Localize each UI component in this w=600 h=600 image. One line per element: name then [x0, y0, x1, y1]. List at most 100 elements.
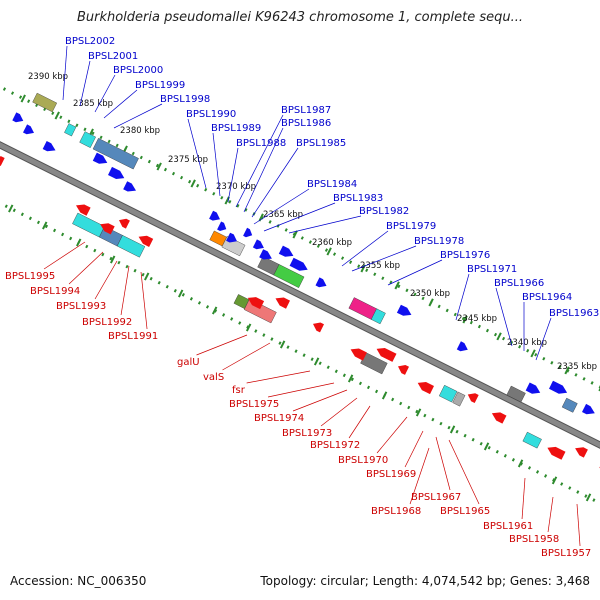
kbp-label: 2360 kbp — [312, 238, 352, 248]
ruler-tick — [76, 238, 82, 247]
gene-label-reverse: BPSL1958 — [509, 534, 559, 545]
ruler-tick — [279, 340, 286, 349]
gene-label-forward: BPSL1964 — [522, 292, 572, 303]
ruler-tick — [347, 374, 354, 383]
kbp-label: 2335 kbp — [557, 362, 597, 372]
gene-label-forward: BPSL1978 — [414, 236, 464, 247]
reverse-arrow — [467, 393, 479, 403]
leader-line — [79, 60, 91, 107]
reverse-arrow — [350, 348, 367, 361]
leader-line — [448, 439, 480, 505]
gene-label-reverse: valS — [203, 372, 224, 383]
leader-line — [187, 118, 207, 189]
reverse-arrow — [313, 322, 324, 333]
leader-line — [196, 334, 248, 356]
cds-box — [92, 138, 139, 170]
leader-line — [521, 477, 526, 520]
leader-line — [404, 430, 424, 468]
ruler-tick — [292, 230, 298, 239]
forward-arrow — [12, 112, 24, 123]
cds-box — [79, 131, 96, 148]
cds-box — [506, 385, 526, 403]
gene-label-forward: BPSL1988 — [236, 138, 286, 149]
leader-line — [235, 114, 284, 208]
gene-label-forward: BPSL1983 — [333, 193, 383, 204]
forward-arrow — [92, 152, 108, 164]
reverse-arrow — [0, 156, 5, 166]
leader-line — [227, 147, 239, 203]
ruler-tick — [530, 349, 536, 358]
leader-line — [94, 260, 118, 300]
gene-label-reverse: BPSL1967 — [411, 492, 461, 503]
reverse-arrow — [275, 297, 290, 309]
gene-label-reverse: BPSL1968 — [371, 506, 421, 517]
forward-arrow — [525, 382, 541, 394]
cds-box — [452, 391, 466, 407]
gene-label-forward: BPSL1986 — [281, 118, 331, 129]
kbp-label: 2380 kbp — [120, 126, 160, 136]
ruler-tick — [381, 391, 388, 400]
leader-line — [62, 45, 68, 101]
forward-arrow — [289, 257, 308, 271]
forward-arrow — [252, 239, 264, 250]
leader-line — [212, 132, 221, 197]
gene-label-forward: BPSL2000 — [113, 65, 163, 76]
gene-label-forward: BPSL1989 — [211, 123, 261, 134]
topology-text: Topology: circular; Length: 4,074,542 bp… — [260, 574, 590, 588]
kbp-label: 2370 kbp — [216, 182, 256, 192]
cds-box — [64, 123, 77, 137]
cds-box — [116, 235, 146, 258]
gene-label-reverse: BPSL1972 — [310, 440, 360, 451]
forward-arrow — [209, 210, 220, 221]
reverse-arrow — [491, 412, 507, 424]
gene-label-reverse: BPSL1994 — [30, 286, 80, 297]
leader-line — [495, 287, 513, 347]
leader-line — [292, 389, 348, 412]
leader-line — [351, 245, 417, 272]
ruler-tick — [585, 493, 592, 502]
ruler-tick — [42, 221, 48, 230]
map-title: Burkholderia pseudomallei K96243 chromos… — [76, 10, 524, 25]
leader-line — [576, 503, 581, 547]
leader-line — [43, 241, 86, 270]
ruler-tick — [551, 476, 558, 485]
accession-text: Accession: NC_006350 — [10, 574, 147, 588]
forward-arrow — [226, 232, 237, 243]
kbp-label: 2385 kbp — [73, 99, 113, 109]
ruler-lower — [0, 201, 600, 505]
gene-label-forward: BPSL1982 — [359, 206, 409, 217]
leader-line — [267, 382, 335, 398]
reverse-arrow — [547, 446, 566, 460]
kbp-label: 2345 kbp — [457, 314, 497, 324]
reverse-arrow — [247, 297, 265, 310]
gene-label-forward: BPSL1987 — [281, 105, 331, 116]
ruler-tick — [517, 459, 524, 468]
ruler-tick — [326, 247, 332, 256]
ruler-tick — [245, 323, 252, 332]
gene-label-reverse: BPSL1991 — [108, 331, 158, 342]
ruler-tick — [394, 281, 400, 290]
leader-line — [387, 259, 443, 286]
gene-label-forward: BPSL1990 — [186, 109, 236, 120]
cds-box — [561, 397, 578, 413]
gene-label-reverse: BPSL1973 — [282, 428, 332, 439]
gene-label-forward: BPSL1966 — [494, 278, 544, 289]
gene-label-reverse: galU — [177, 357, 200, 368]
forward-arrow — [108, 166, 125, 179]
gene-label-reverse: BPSL1974 — [254, 413, 304, 424]
leader-line — [253, 188, 310, 225]
cds-box — [273, 264, 305, 288]
reverse-arrow — [100, 223, 115, 235]
kbp-label: 2375 kbp — [168, 155, 208, 165]
gene-label-forward: BPSL1998 — [160, 94, 210, 105]
gene-label-reverse: BPSL1961 — [483, 521, 533, 532]
leader-line — [435, 436, 451, 491]
reverse-arrow — [376, 348, 397, 362]
ruler-tick — [462, 315, 468, 324]
cds-box — [32, 92, 58, 113]
ruler-tick — [144, 272, 150, 281]
reverse-arrow — [417, 382, 434, 395]
ruler-tick — [449, 425, 456, 434]
